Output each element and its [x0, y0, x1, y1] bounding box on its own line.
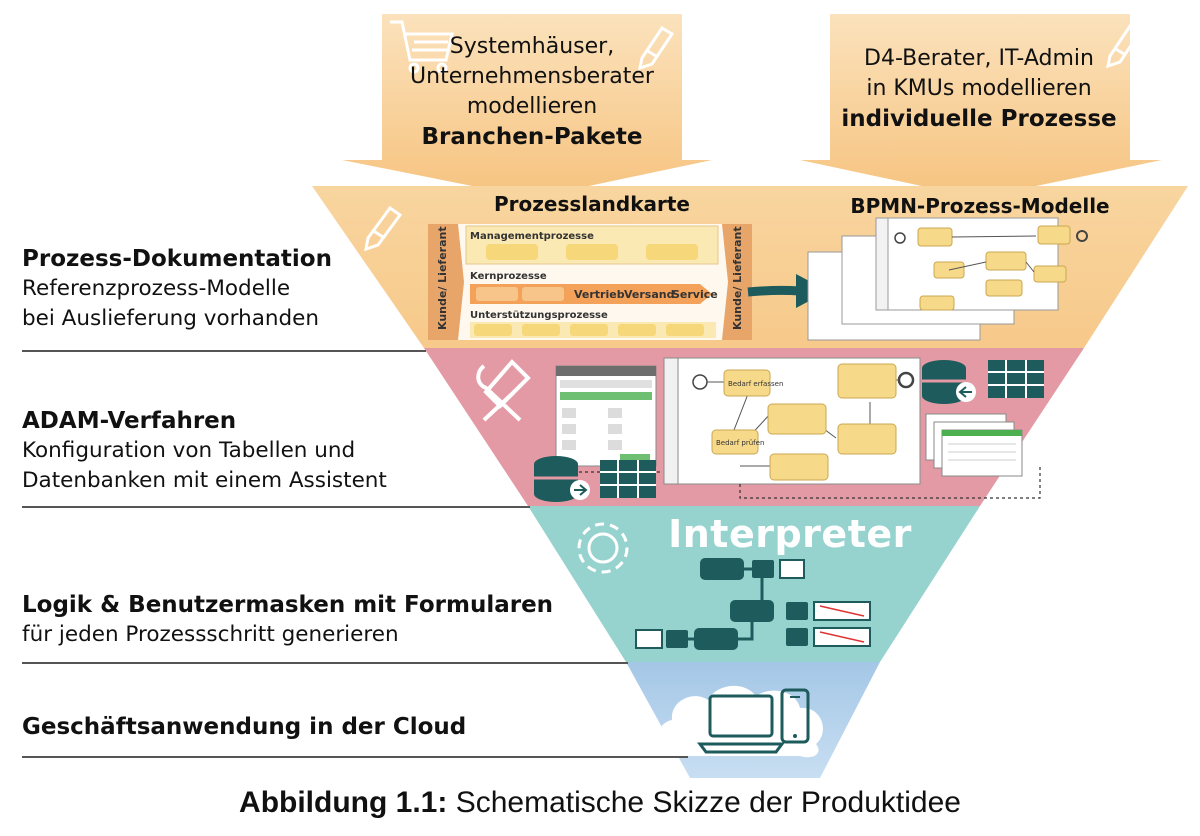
plk-kern: Kernprozesse	[470, 271, 547, 282]
left-arrow-line-3: modellieren	[466, 94, 598, 119]
layer-label-adam: ADAM-Verfahren Konfiguration von Tabelle…	[22, 406, 432, 496]
layer-title: ADAM-Verfahren	[22, 408, 237, 434]
left-arrow-text: Systemhäuser, Unternehmensberater modell…	[392, 32, 672, 152]
layer-divider	[22, 506, 530, 508]
layer-subtitle: Konfiguration von Tabellen und	[22, 438, 356, 463]
bpmn-step-2: Bedarf prüfen	[716, 439, 764, 447]
tools-icon	[476, 359, 531, 422]
doc-header-left: Prozesslandkarte	[494, 192, 690, 216]
database-table-icon	[534, 456, 656, 502]
layer-label-logic: Logik & Benutzermasken mit Formularen fü…	[22, 590, 582, 650]
layer-divider	[22, 756, 688, 758]
left-arrow-strong: Branchen-Pakete	[421, 124, 643, 150]
layer-subtitle: für jeden Prozessschritt generieren	[22, 622, 399, 647]
plk-unterstuetzung: Unterstützungsprozesse	[470, 310, 608, 321]
plk-kern-step-2: Versand	[624, 288, 674, 301]
layer-subtitle: Datenbanken mit einem Assistent	[22, 468, 387, 493]
right-arrow-text: D4-Berater, IT-Admin in KMUs modellieren…	[834, 44, 1124, 134]
bpmn-step-1: Bedarf erfassen	[728, 380, 783, 388]
layer-interpreter	[528, 506, 980, 662]
right-arrow-line-2: in KMUs modellieren	[866, 76, 1092, 101]
plk-side-right: Kunde/ Lieferant	[731, 226, 744, 330]
interpreter-label: Interpreter	[668, 512, 912, 556]
shopping-cart-icon	[390, 20, 454, 74]
layer-subtitle: bei Auslieferung vorhanden	[22, 306, 320, 331]
right-arrow-strong: individuelle Prozesse	[841, 106, 1117, 132]
cloud-devices-icon	[658, 685, 823, 758]
pencil-icon	[364, 205, 403, 252]
database-table-icon	[922, 360, 1044, 404]
doc-header-right: BPMN-Prozess-Modelle	[850, 194, 1110, 218]
prozesslandkarte-figure: Kunde/ Lieferant Kunde/ Lieferant Manage…	[428, 224, 752, 340]
screenshot-stack	[925, 413, 1023, 477]
plk-kern-step-1: Vertrieb	[574, 288, 625, 301]
layer-title: Logik & Benutzermasken mit Formularen	[22, 592, 554, 618]
right-down-arrow	[800, 14, 1162, 198]
layer-label-documentation: Prozess-Dokumentation Referenzprozess-Mo…	[22, 244, 432, 334]
caption-text: Schematische Skizze der Produktidee	[447, 786, 961, 819]
caption-label: Abbildung 1.1:	[239, 786, 448, 819]
layer-title: Geschäftsanwendung in der Cloud	[22, 714, 467, 740]
form-mock	[555, 365, 657, 467]
layer-title: Prozess-Dokumentation	[22, 246, 332, 272]
bpmn-models-figure	[807, 217, 1088, 341]
left-arrow-line-1: Systemhäuser,	[449, 34, 615, 59]
figure-caption: Abbildung 1.1: Schematische Skizze der P…	[0, 786, 1200, 820]
pencil-icon	[1106, 23, 1143, 69]
right-arrow-line-1: D4-Berater, IT-Admin	[864, 46, 1094, 71]
layer-divider	[22, 662, 628, 664]
interpreter-flow	[635, 558, 871, 650]
plk-side-left: Kunde/ Lieferant	[436, 226, 449, 330]
plk-management: Managementprozesse	[470, 231, 594, 242]
adam-bpmn-mock: Bedarf erfassen Bedarf prüfen	[663, 357, 921, 485]
gear-icon	[577, 522, 629, 574]
plk-kern-step-3: Service	[672, 288, 718, 301]
transition-arrow	[747, 285, 801, 297]
left-arrow-line-2: Unternehmensberater	[410, 64, 654, 89]
pencil-icon	[638, 25, 675, 71]
layer-label-cloud: Geschäftsanwendung in der Cloud	[22, 712, 582, 742]
layer-divider	[22, 350, 426, 352]
layer-subtitle: Referenzprozess-Modelle	[22, 276, 291, 301]
